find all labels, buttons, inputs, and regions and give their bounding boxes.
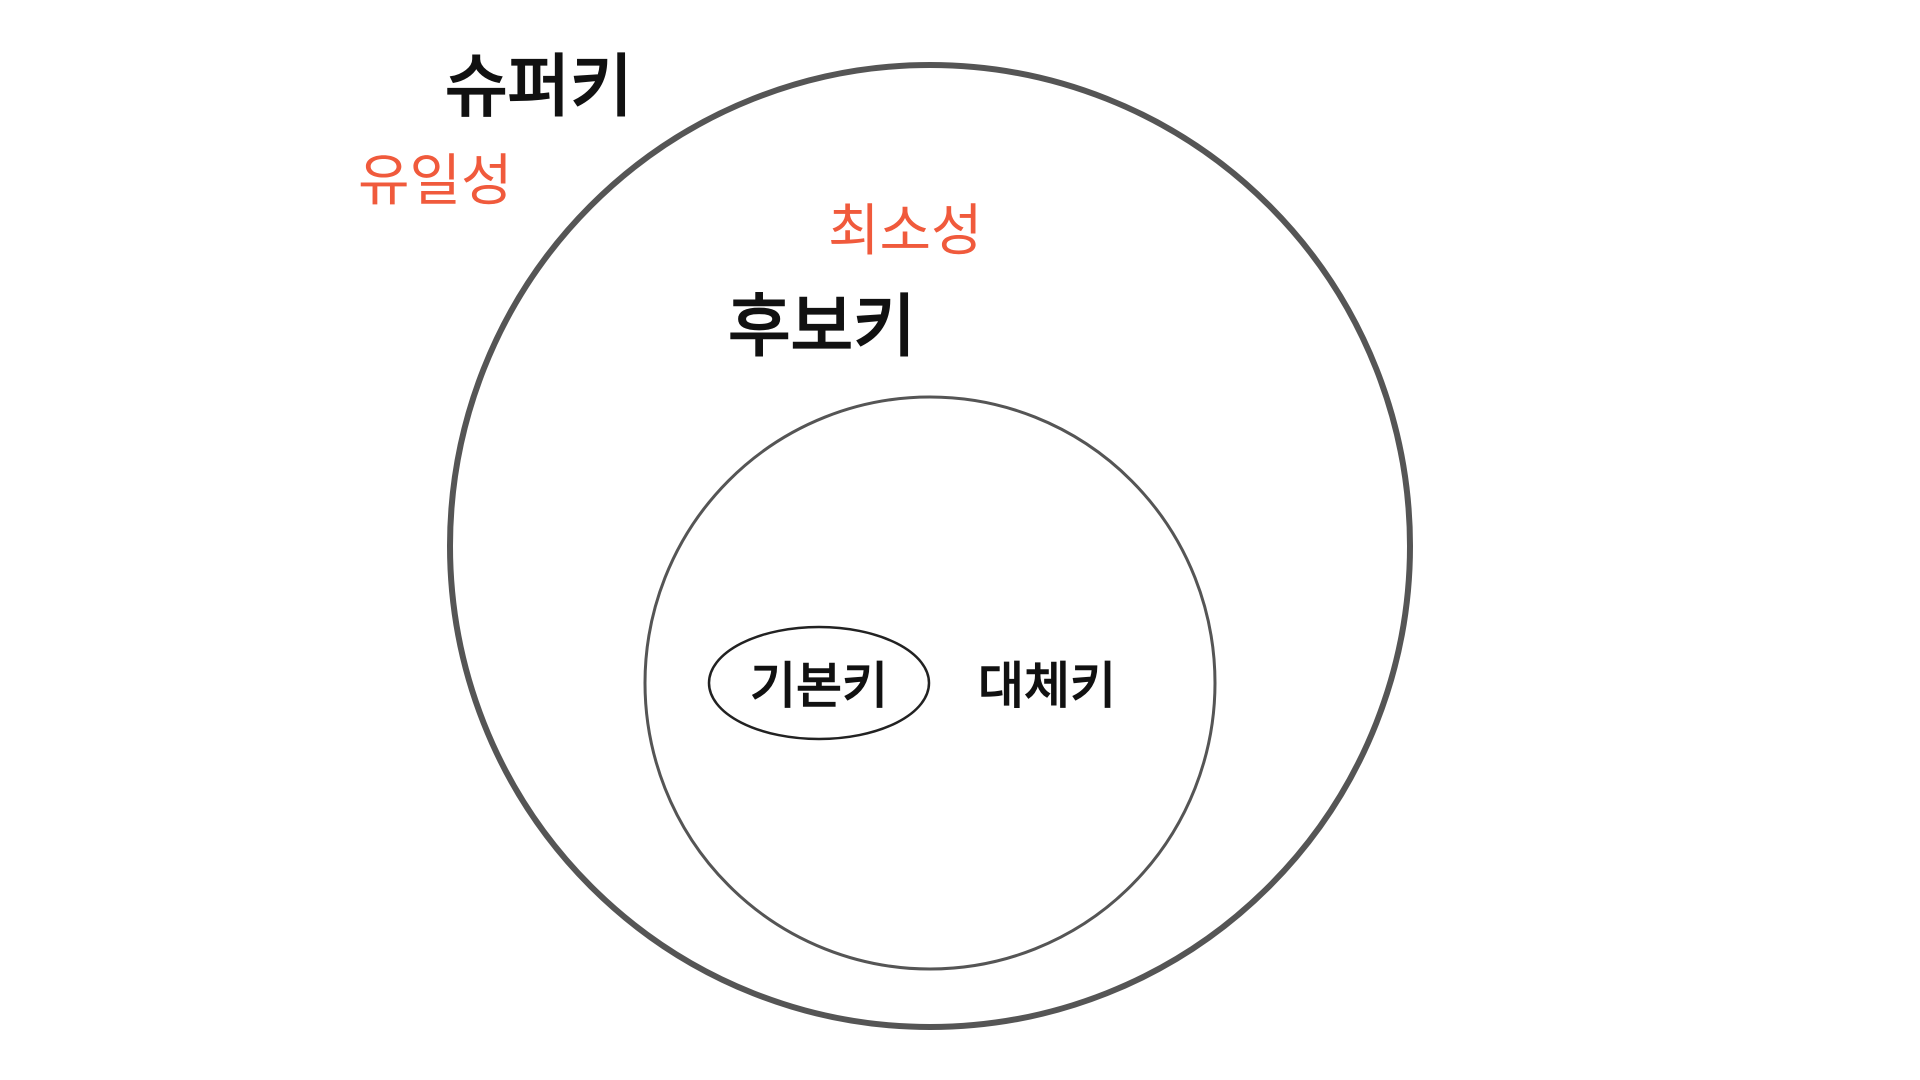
candidate-key-label: 후보키 [728, 288, 916, 367]
candidate-key-circle [643, 395, 1217, 971]
alternate-key-label: 대체키 [978, 657, 1116, 715]
primary-key-label: 기본키 [750, 657, 888, 715]
minimality-label: 최소성 [828, 199, 983, 264]
uniqueness-label: 유일성 [358, 149, 513, 214]
super-key-label: 슈퍼키 [445, 48, 633, 127]
super-key-circle [447, 62, 1413, 1030]
primary-key-ellipse [707, 625, 931, 741]
